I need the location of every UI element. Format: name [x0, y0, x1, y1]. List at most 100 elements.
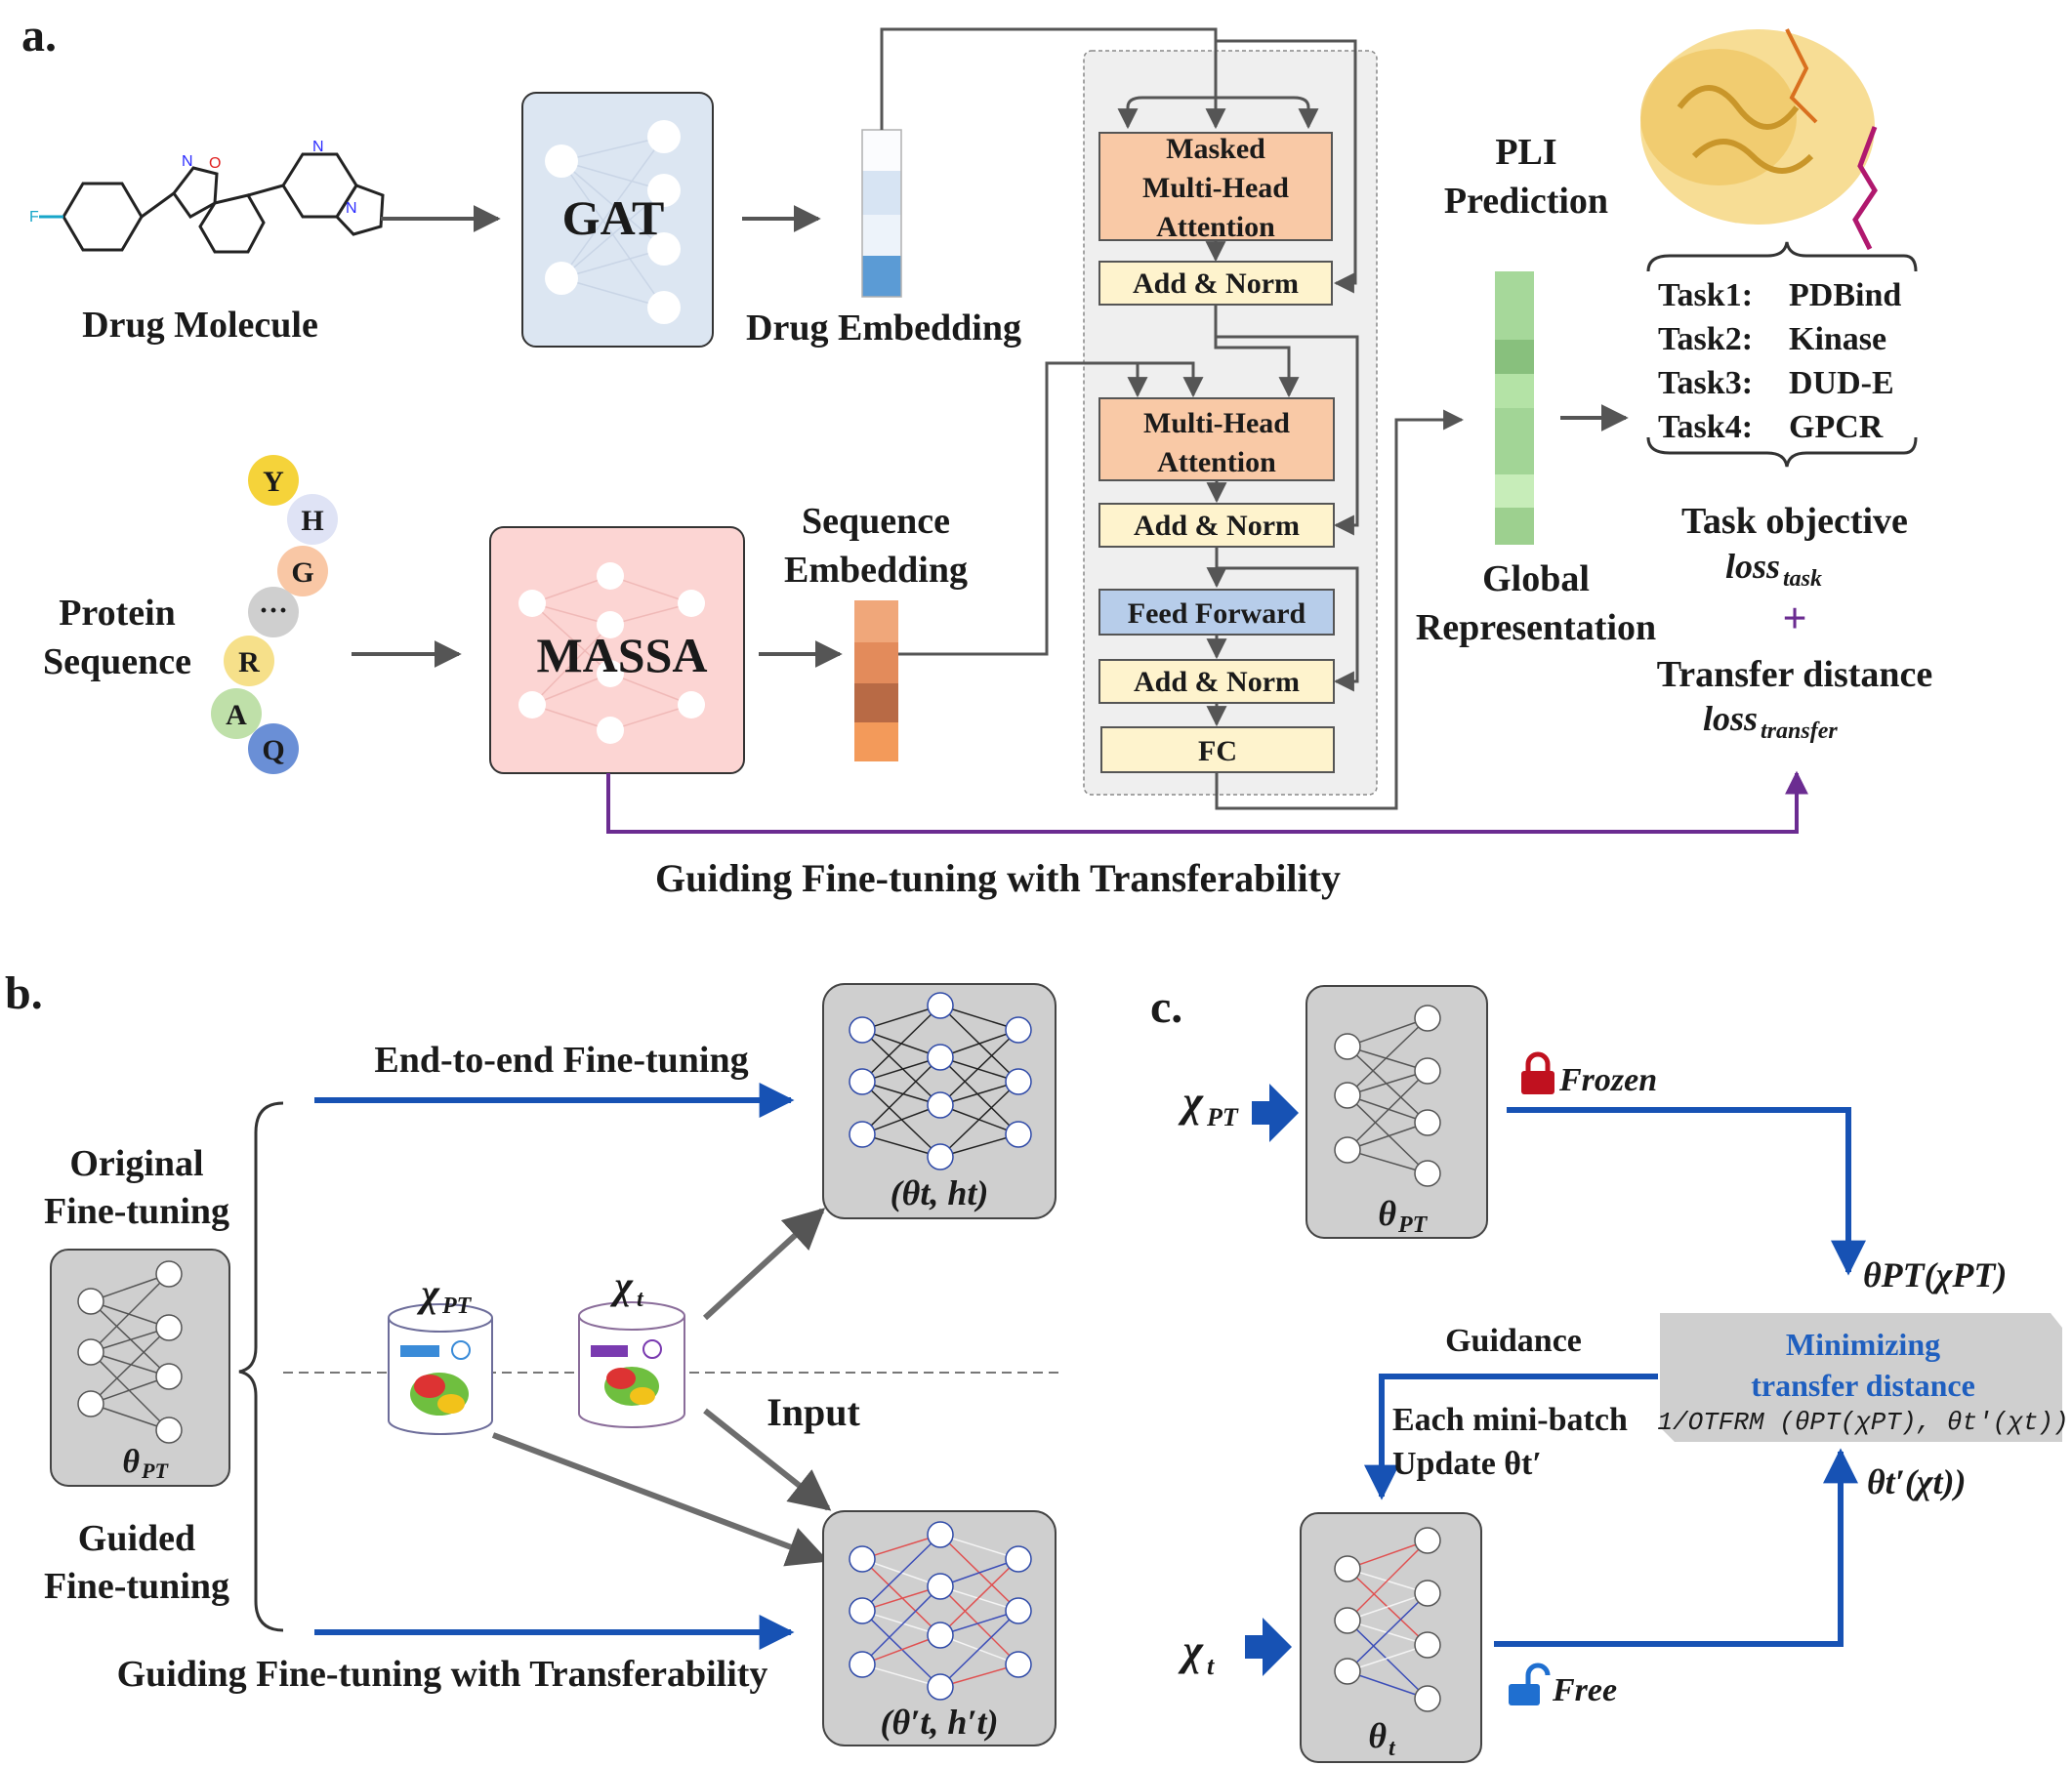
- x-pt-b-sub: PT: [441, 1294, 473, 1319]
- drug-embedding-label: Drug Embedding: [746, 308, 1021, 349]
- global-representation-bar: [1495, 271, 1534, 545]
- arrow-norm1-to-mha: [1214, 305, 1300, 398]
- guidance-label: Guidance: [1445, 1323, 1582, 1359]
- theta-t-c: θ: [1368, 1716, 1387, 1755]
- masked-mha-box: [1098, 132, 1333, 241]
- nitrogen-atom-2: N: [312, 139, 324, 155]
- pretrained-network: [77, 1260, 183, 1444]
- pli-label-1: PLI: [1495, 132, 1556, 173]
- pretrain-dataset-cylinder: [388, 1303, 493, 1435]
- mha-box: [1098, 397, 1335, 481]
- guiding-label-a: Guiding Fine-tuning with Transferability: [655, 856, 1341, 900]
- svg-text:Y: Y: [263, 466, 284, 498]
- target-network-box-c: [1300, 1512, 1482, 1763]
- target-dataset-cylinder: [578, 1301, 685, 1428]
- input-arrow-to-bottom-2: [491, 1432, 829, 1567]
- input-arrow-c-top: [1252, 1084, 1299, 1142]
- panel-b-label: b.: [5, 967, 43, 1019]
- line-seq-embedding-to-mha: [898, 361, 1204, 656]
- guided-network: [849, 1521, 1032, 1701]
- add-norm-2-box: [1098, 503, 1335, 548]
- protein-sequence-label-1: Protein: [59, 593, 176, 634]
- svg-text:R: R: [238, 646, 260, 678]
- protein-structure-image: [1640, 28, 1878, 251]
- input-arrow-to-bottom-1: [703, 1408, 832, 1511]
- each-minibatch-label: Each mini-batch: [1392, 1402, 1628, 1438]
- free-label: Free: [1552, 1672, 1617, 1708]
- loss-task-main: loss: [1725, 547, 1780, 586]
- mha-label-2: Attention: [1157, 446, 1276, 478]
- input-arrow-to-top: [702, 1208, 826, 1321]
- transfer-distance-label: Transfer distance: [1657, 654, 1933, 695]
- theta-pt-c-sub: PT: [1397, 1212, 1429, 1238]
- panel-b-brace: [238, 1101, 284, 1632]
- task-4-id: Task4:: [1658, 409, 1753, 445]
- svg-text:A: A: [226, 699, 247, 731]
- guiding-arrow-a: [606, 770, 1808, 834]
- sequence-embedding-label-1: Sequence: [802, 501, 950, 542]
- protein-residues: Y H G ··· R A Q: [211, 455, 338, 774]
- task-1-id: Task1:: [1658, 277, 1753, 313]
- panel-a-label: a.: [21, 10, 57, 62]
- original-label-2: Fine-tuning: [44, 1191, 229, 1232]
- loss-transfer-sub: transfer: [1761, 719, 1838, 744]
- feed-forward-box: [1098, 589, 1335, 636]
- add-norm-1-box: [1098, 261, 1333, 306]
- nitrogen-atom-3: N: [346, 200, 357, 217]
- massa-network: [518, 562, 705, 744]
- task-3-id: Task3:: [1658, 365, 1753, 401]
- masked-mha-label-2: Multi-Head: [1142, 172, 1289, 204]
- tasks-top-brace: [1646, 241, 1918, 272]
- theta-pt-c: θ: [1378, 1194, 1396, 1233]
- task-1-name: PDBind: [1789, 277, 1901, 313]
- task-2-id: Task2:: [1658, 321, 1753, 357]
- global-label-1: Global: [1482, 558, 1590, 599]
- residual-2: [1216, 335, 1359, 536]
- guiding-label-b: Guiding Fine-tuning with Transferability: [117, 1654, 768, 1695]
- oxygen-atom: O: [209, 155, 221, 172]
- protein-sequence-label-2: Sequence: [43, 641, 191, 682]
- masked-attention-residual: [1117, 96, 1319, 130]
- frozen-label: Frozen: [1558, 1062, 1657, 1098]
- sequence-embedding-label-2: Embedding: [784, 550, 968, 591]
- add-norm-3-box: [1098, 659, 1335, 704]
- nitrogen-atom: N: [182, 153, 193, 170]
- minimizing-box: [1660, 1313, 2062, 1442]
- theta-t-x-t-label: θt′(χt)): [1867, 1462, 1967, 1501]
- original-label-1: Original: [69, 1143, 203, 1184]
- x-t-c: χ: [1178, 1626, 1205, 1674]
- masked-mha-label-1: Masked: [1166, 133, 1265, 165]
- svg-text:···: ···: [259, 595, 288, 627]
- pretrained-network-c: [1334, 1005, 1441, 1187]
- gat-label: GAT: [562, 190, 665, 245]
- svg-text:Q: Q: [262, 734, 284, 766]
- fc-box: [1100, 726, 1335, 773]
- drug-molecule-label: Drug Molecule: [82, 305, 318, 346]
- gat-network: [545, 120, 681, 324]
- lock-closed-icon: [1521, 1051, 1554, 1094]
- x-t-c-sub: t: [1207, 1652, 1215, 1680]
- minimizing-label-2: transfer distance: [1751, 1368, 1975, 1403]
- sequence-embedding-bar: [854, 600, 898, 761]
- theta-pt-b-sub: PT: [141, 1458, 169, 1483]
- feed-forward-label: Feed Forward: [1128, 597, 1306, 630]
- task-3-name: DUD-E: [1789, 365, 1894, 401]
- guided-label-1: Guided: [78, 1518, 195, 1559]
- panel-c-label: c.: [1150, 981, 1182, 1033]
- svg-text:G: G: [291, 556, 313, 589]
- pli-label-2: Prediction: [1444, 181, 1608, 222]
- x-pt-b: χ: [416, 1271, 440, 1315]
- residual-1: [1214, 39, 1357, 294]
- x-pt-c-sub: PT: [1206, 1103, 1239, 1131]
- input-arrow-c-bottom: [1245, 1618, 1292, 1676]
- drug-molecule-structure: [39, 152, 385, 254]
- target-network-c: [1334, 1527, 1441, 1712]
- theta-pt-b: θ: [122, 1444, 140, 1480]
- residual-3: [1217, 566, 1359, 692]
- drug-embedding-bar: [861, 129, 902, 298]
- x-pt-c: χ: [1178, 1078, 1205, 1126]
- mha-label-1: Multi-Head: [1143, 407, 1290, 439]
- add-norm-3-label: Add & Norm: [1134, 666, 1300, 698]
- masked-mha-label-3: Attention: [1156, 211, 1275, 243]
